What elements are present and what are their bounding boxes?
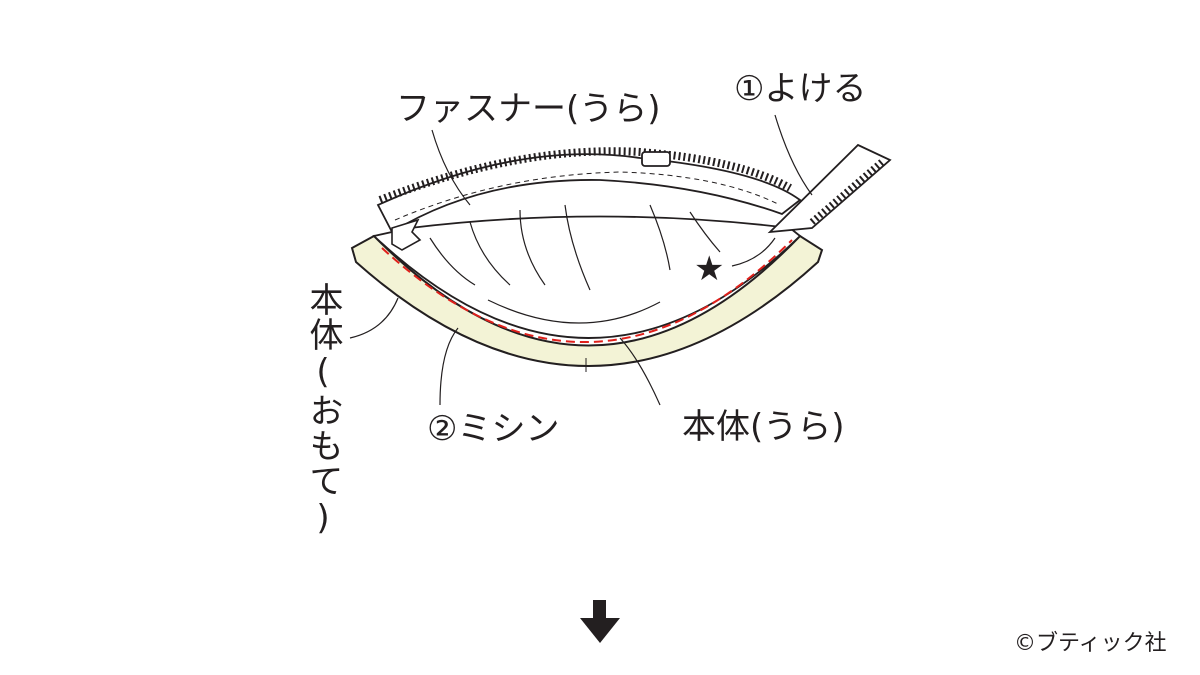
down-arrow-icon [580, 600, 620, 643]
leader-lines [349, 114, 813, 406]
zipper-stitch [394, 171, 781, 221]
zipper-end-right [767, 143, 892, 234]
label-body-back: 本体(うら) [682, 407, 845, 447]
machine-stitch-line [381, 239, 793, 343]
star-mark: ★ [694, 249, 725, 289]
body-front-outline [350, 234, 824, 367]
copyright-text: ©ブティック社 [1014, 631, 1167, 656]
label-step1-move-aside: ①よける [734, 69, 867, 109]
zipper-slider [641, 151, 671, 167]
zipper-end-left [391, 218, 422, 251]
label-zipper-back: ファスナー(うら) [396, 89, 661, 129]
zipper-end-teeth [809, 157, 887, 225]
fabric-folds [429, 204, 721, 324]
label-step2-machine-stitch: ②ミシン [427, 409, 560, 449]
label-body-front: 本体(おもて) [303, 282, 343, 539]
zipper-teeth [378, 147, 792, 204]
